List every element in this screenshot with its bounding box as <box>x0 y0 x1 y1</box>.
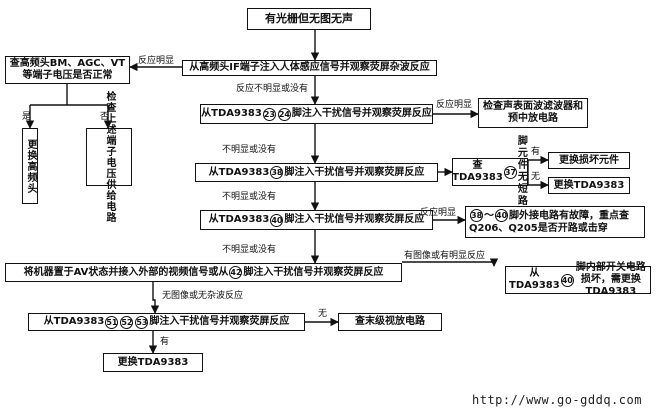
check-pin37-post: 脚元件无短路 <box>517 136 528 207</box>
check-saw-box: 检查声表面波滤波器和预中放电路 <box>478 98 588 128</box>
replace-tuner-text: 更换高频头 <box>25 138 36 194</box>
replace-tda-a-text: 更换TDA9383 <box>553 179 625 191</box>
start-text: 有光栅但无图无声 <box>265 12 353 25</box>
check-pin37-pre: 查TDA9383 <box>452 160 503 183</box>
label-no-image: 无图像或无杂波反应 <box>162 291 244 301</box>
label-obvious-2: 反应明显 <box>436 100 473 110</box>
edge-step5-step6 <box>150 282 160 314</box>
label-not-obvious-4: 不明显或没有 <box>222 245 277 255</box>
pin-53: 53 <box>135 315 149 329</box>
check-tuner-box: 查高频头BM、AGC、VT等端子电压是否正常 <box>5 56 130 84</box>
label-has-1: 有 <box>531 147 541 157</box>
watermark-url: http://www.go-gddq.com <box>472 393 642 407</box>
step2-pre: 从TDA9383 <box>201 108 262 119</box>
pin-42: 42 <box>229 266 243 279</box>
step3-pre: 从TDA9383 <box>208 166 270 178</box>
step3-post: 脚注入干扰信号并观察荧屏反应 <box>284 166 425 178</box>
step4-post: 脚注入干扰信号并观察荧屏反应 <box>284 214 425 225</box>
check-saw-text: 检查声表面波滤波器和预中放电路 <box>483 101 583 124</box>
step4-pre: 从TDA9383 <box>208 214 270 225</box>
switch-damaged-post: 脚内部开关电路损坏，需更换TDA9383 <box>575 262 646 297</box>
start-box: 有光栅但无图无声 <box>247 8 371 30</box>
edge-step5-switch-damaged <box>402 258 499 267</box>
check-final-box: 查末级视放电路 <box>338 313 442 331</box>
step2-post: 脚注入干扰信号并观察荧屏反应 <box>291 108 432 119</box>
label-obvious-3: 反应明显 <box>420 208 457 218</box>
label-has-image: 有图像或有明显反应 <box>404 251 486 261</box>
replace-damaged-box: 更换损坏元件 <box>548 152 630 169</box>
step5-post: 脚注入干扰信号并观察荧屏反应 <box>243 266 384 278</box>
replace-tda-a-box: 更换TDA9383 <box>548 177 630 194</box>
pin-40c: 40 <box>560 273 574 287</box>
check-supply-box: 检查上述端子电压供给电路 <box>86 91 132 223</box>
pin-52: 52 <box>120 315 134 329</box>
label-none-2: 无 <box>318 309 328 319</box>
label-not-obvious-2: 不明显或没有 <box>222 145 277 155</box>
label-no: 否 <box>100 112 110 122</box>
check-pins-38-40-text: 脚外接电路有故障，重点查Q206、Q205是否开路或击穿 <box>469 210 629 234</box>
check-tuner-text: 查高频头BM、AGC、VT等端子电压是否正常 <box>9 58 126 81</box>
label-not-obvious-1: 反应不明显或没有 <box>236 84 309 94</box>
pin-38b: 38 <box>470 209 483 223</box>
label-none-1: 无 <box>531 172 541 182</box>
pin-51: 51 <box>105 315 119 329</box>
replace-tuner-box: 更换高频头 <box>22 128 38 204</box>
pins-range-sep: ～ <box>484 210 494 222</box>
switch-damaged-pre: 从TDA9383 <box>509 268 560 291</box>
pin-40b: 40 <box>495 209 508 223</box>
pin-23: 23 <box>262 107 276 121</box>
label-has-2: 有 <box>160 337 170 347</box>
step6-post: 脚注入干扰信号并观察荧屏反应 <box>149 316 290 327</box>
step1-box: 从高频头IF端子注入人体感应信号并观察荧屏杂波反应 <box>182 60 437 76</box>
pin-24: 24 <box>277 107 291 121</box>
pin-38: 38 <box>270 166 284 179</box>
pin-37: 37 <box>503 165 517 179</box>
label-yes: 是 <box>22 112 32 122</box>
step5-pre: 将机器置于AV状态并接入外部的视频信号或从 <box>23 266 229 278</box>
label-not-obvious-3: 不明显或没有 <box>222 192 277 202</box>
step1-text: 从高频头IF端子注入人体感应信号并观察荧屏杂波反应 <box>189 62 430 73</box>
check-supply-text: 检查上述端子电压供给电路 <box>104 91 115 223</box>
replace-tda-final-box: 更换TDA9383 <box>103 353 203 372</box>
step6-pre: 从TDA9383 <box>43 316 105 327</box>
replace-damaged-text: 更换损坏元件 <box>559 154 619 166</box>
check-final-text: 查末级视放电路 <box>355 316 425 327</box>
label-obvious-1: 反应明显 <box>138 56 175 66</box>
pin-40: 40 <box>270 213 284 227</box>
replace-tda-final-text: 更换TDA9383 <box>117 356 189 368</box>
